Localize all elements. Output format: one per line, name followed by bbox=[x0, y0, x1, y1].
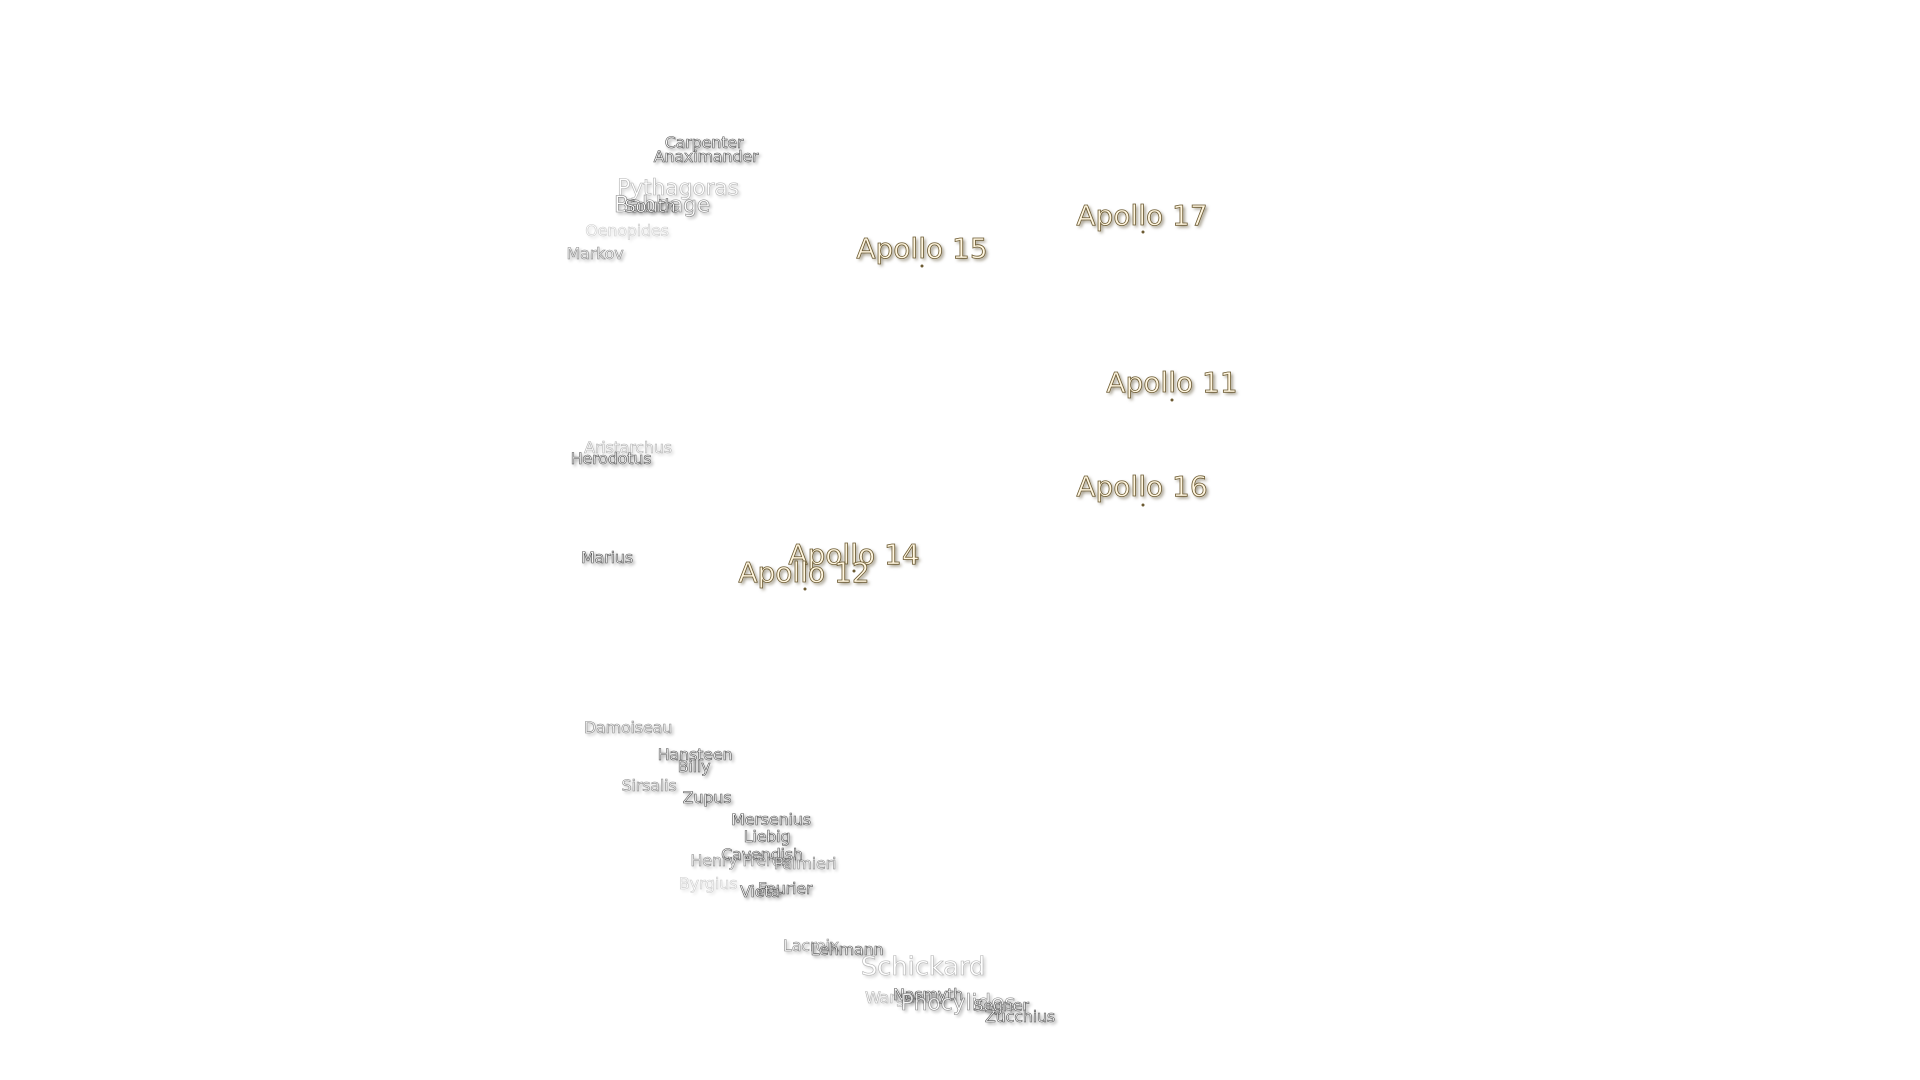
apollo-15-marker[interactable] bbox=[920, 264, 924, 268]
crater-label-hansteen: Hansteen bbox=[657, 745, 733, 764]
crater-label-marius: Marius bbox=[581, 548, 634, 567]
crater-label-fourier: Fourier bbox=[757, 879, 813, 898]
apollo-16-label[interactable]: Apollo 16 bbox=[1076, 470, 1208, 503]
apollo-12-marker[interactable] bbox=[803, 587, 807, 591]
crater-label-anaximander: Anaximander bbox=[653, 147, 759, 166]
crater-label-zucchius: Zucchius bbox=[984, 1007, 1056, 1026]
crater-label-carpenter: Carpenter bbox=[664, 133, 744, 152]
crater-label-schickard: Schickard bbox=[860, 952, 986, 982]
apollo-14-marker[interactable] bbox=[852, 569, 856, 573]
crater-label-wargentin: Wargentin bbox=[864, 988, 946, 1007]
crater-label-pythagoras: Pythagoras bbox=[617, 176, 740, 201]
crater-label-south: South bbox=[624, 196, 676, 217]
crater-label-vieta: Vieta bbox=[740, 882, 781, 901]
apollo-14-label[interactable]: Apollo 14 bbox=[788, 538, 920, 571]
crater-label-oenopides: Oenopides bbox=[585, 221, 669, 240]
crater-label-cavendish: Cavendish bbox=[721, 845, 804, 864]
crater-label-liebig: Liebig bbox=[743, 827, 791, 846]
apollo-15-label[interactable]: Apollo 15 bbox=[856, 232, 988, 265]
crater-label-mersenius: Mersenius bbox=[731, 810, 811, 829]
crater-label-segner: Segner bbox=[973, 996, 1029, 1015]
crater-label-lacroix: Lacroix bbox=[782, 936, 840, 955]
crater-label-sirsalis: Sirsalis bbox=[621, 776, 677, 795]
crater-label-nasmyth: Nasmyth bbox=[892, 985, 964, 1004]
crater-label-billy: Billy bbox=[677, 757, 711, 776]
crater-label-palmieri: Palmieri bbox=[773, 854, 837, 873]
crater-label-byrgius: Byrgius bbox=[678, 874, 738, 893]
crater-label-aristarchus: Aristarchus bbox=[584, 438, 673, 457]
crater-label-lehmann: Lehmann bbox=[810, 940, 884, 959]
apollo-16-marker[interactable] bbox=[1141, 503, 1145, 507]
crater-label-herodotus: Herodotus bbox=[570, 449, 652, 468]
apollo-11-label[interactable]: Apollo 11 bbox=[1106, 366, 1238, 399]
crater-label-zupus: Zupus bbox=[682, 788, 732, 807]
apollo-17-marker[interactable] bbox=[1141, 230, 1145, 234]
apollo-12-label[interactable]: Apollo 12 bbox=[738, 556, 870, 589]
crater-label-markov: Markov bbox=[566, 244, 624, 263]
apollo-17-label[interactable]: Apollo 17 bbox=[1076, 199, 1208, 232]
crater-label-phocylides: Phocylides bbox=[900, 991, 1016, 1016]
apollo-11-marker[interactable] bbox=[1170, 398, 1174, 402]
crater-label-babbage: Babbage bbox=[613, 193, 711, 218]
crater-label-henry-freres: Henry Frères bbox=[690, 851, 790, 870]
crater-label-damoiseau: Damoiseau bbox=[583, 718, 673, 737]
